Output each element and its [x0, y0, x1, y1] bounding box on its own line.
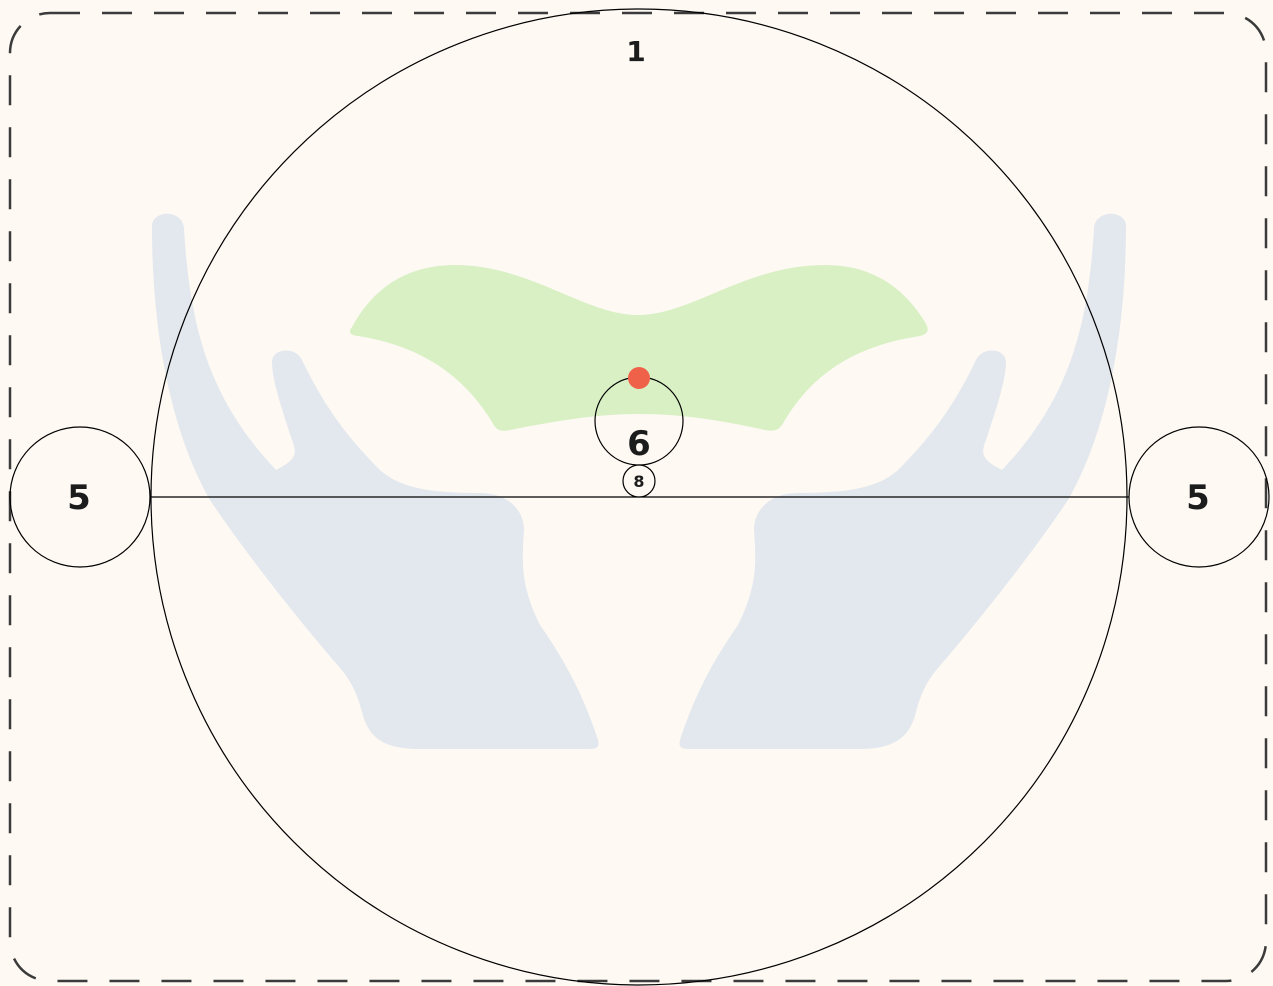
- right-circle: [1128, 426, 1270, 568]
- middle-circle-label: 6: [627, 424, 651, 464]
- left-circle-label: 5: [67, 478, 91, 518]
- leaf-shape: [350, 265, 928, 431]
- red-dot: [628, 367, 650, 389]
- right-circle-label: 5: [1186, 478, 1210, 518]
- small-circle: [622, 464, 656, 498]
- right-hand: [679, 213, 1127, 750]
- left-hand: [151, 213, 599, 750]
- left-circle: [9, 426, 151, 568]
- hands-icon: [151, 213, 1127, 750]
- small-circle-label: 8: [633, 472, 644, 491]
- big-circle-label: 1: [626, 35, 645, 68]
